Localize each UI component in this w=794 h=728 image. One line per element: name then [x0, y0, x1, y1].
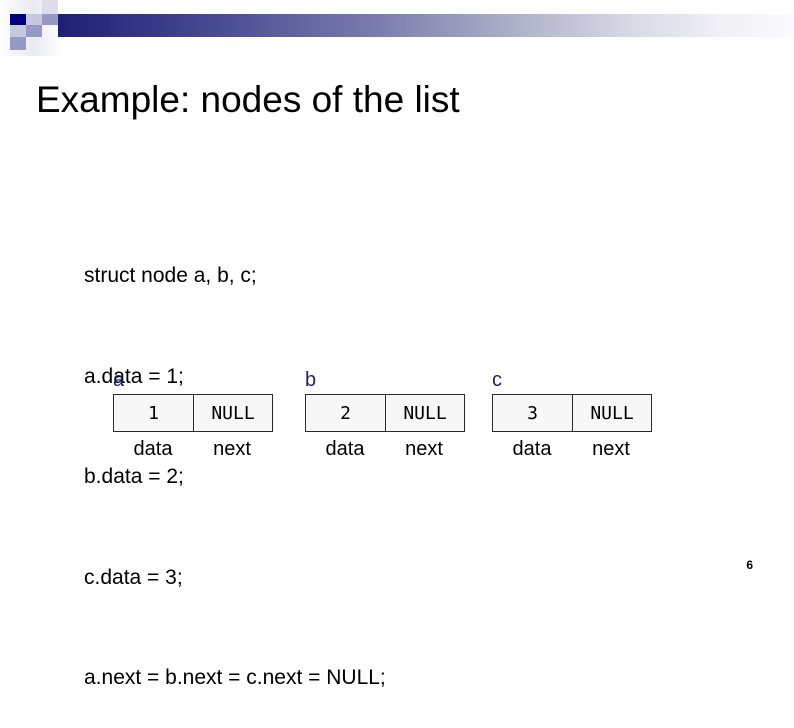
caption-next: next — [592, 438, 630, 460]
caption-next: next — [405, 438, 443, 460]
header-square-mid-2 — [26, 25, 42, 37]
node-b-next-cell: NULL — [403, 402, 447, 424]
code-line: c.data = 3; — [84, 565, 183, 589]
header-square-mid-1 — [42, 14, 58, 25]
code-line: b.data = 2; — [84, 465, 184, 488]
node-a-next-cell: NULL — [211, 402, 255, 424]
caption-data: data — [512, 438, 552, 460]
header-square-pale-1 — [42, 0, 58, 14]
node-label-b: b — [305, 369, 317, 391]
node-b-captions: data next — [305, 436, 465, 462]
header-square-mid-3 — [10, 37, 26, 50]
node-a-data-cell: 1 — [114, 395, 194, 431]
header-decoration — [0, 0, 794, 56]
node-label-a: a — [113, 369, 125, 391]
node-box-a: 1 NULL — [113, 394, 273, 432]
node-a-captions: data next — [113, 436, 273, 462]
header-square-dark-1 — [10, 14, 26, 25]
node-box-c: 3 NULL — [492, 394, 652, 432]
caption-data: data — [133, 438, 173, 460]
node-diagram: a 1 NULL data next b 2 NULL data next c … — [0, 368, 794, 488]
slide-title: Example: nodes of the list — [36, 79, 460, 120]
node-box-b: 2 NULL — [305, 394, 465, 432]
header-gradient-bar — [58, 14, 794, 37]
node-c-next-cell: NULL — [590, 402, 634, 424]
caption-data: data — [325, 438, 365, 460]
node-b-data-cell: 2 — [306, 395, 386, 431]
header-square-light-2 — [10, 25, 26, 37]
node-c-data-cell: 3 — [493, 395, 573, 431]
node-c-captions: data next — [492, 436, 652, 462]
caption-next: next — [213, 438, 251, 460]
node-label-c: c — [492, 369, 502, 391]
page-number: 6 — [746, 558, 753, 572]
code-line: a.next = b.next = c.next = NULL; — [84, 666, 386, 689]
code-line: struct node a, b, c; — [84, 264, 257, 287]
header-square-light-1 — [26, 14, 42, 25]
code-line: a.data = 1; — [84, 364, 184, 388]
